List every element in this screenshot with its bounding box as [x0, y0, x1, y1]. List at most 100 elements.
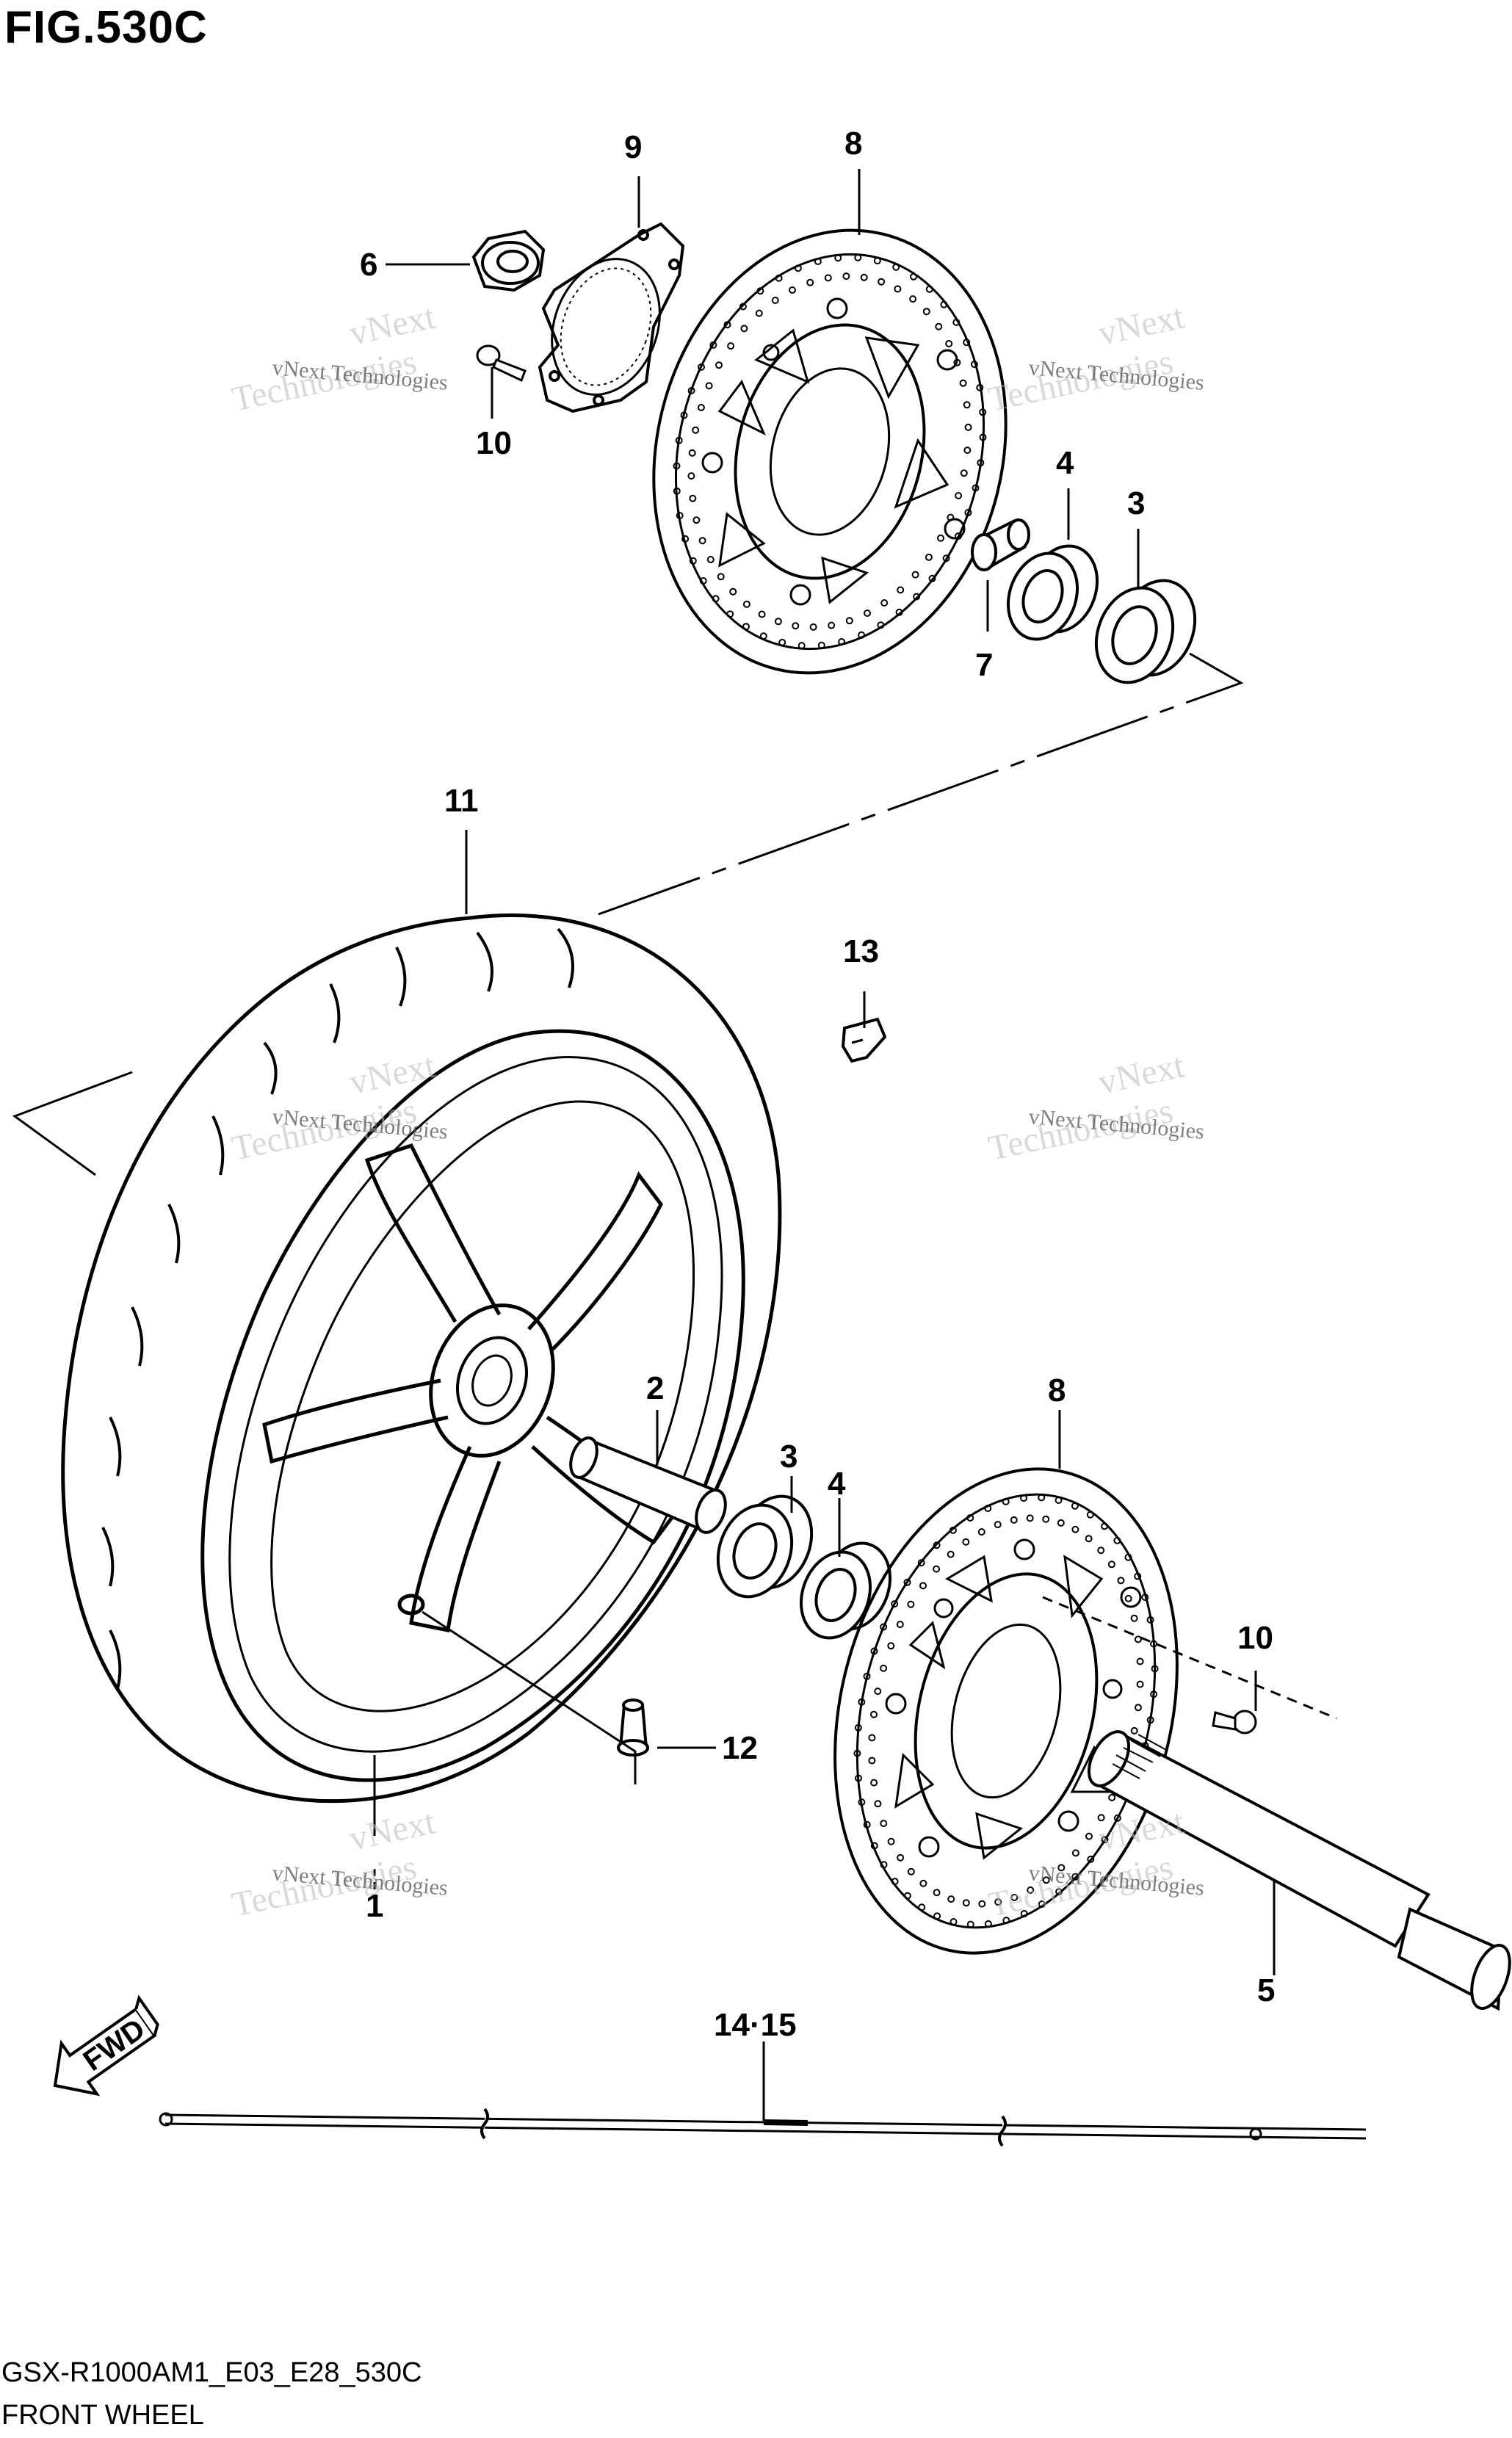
- disc-drill-hole: [1087, 1855, 1095, 1863]
- disc-drill-hole: [868, 1757, 876, 1765]
- figure-subtitle: FRONT WHEEL: [1, 2400, 204, 2431]
- disc-drill-hole: [1108, 1793, 1116, 1801]
- valve-part-12[interactable]: [617, 1699, 649, 1757]
- disc-drill-hole: [673, 487, 681, 495]
- disc-drill-hole: [1151, 1665, 1159, 1673]
- disc-drill-hole: [959, 379, 967, 387]
- disc-drill-hole: [935, 322, 943, 330]
- leader-lines: [12, 169, 1337, 2121]
- model-code: GSX-R1000AM1_E03_E28_530C: [1, 2357, 422, 2388]
- disc-drill-hole: [970, 361, 978, 369]
- disc-drill-hole: [675, 436, 683, 444]
- disc-drill-hole: [874, 1688, 882, 1696]
- disc-drill-hole: [894, 285, 902, 293]
- disc-drill-hole: [928, 574, 936, 582]
- disc-drill-hole: [979, 433, 987, 441]
- disc-drill-hole: [1020, 1494, 1028, 1502]
- disc-drill-hole: [1136, 1680, 1144, 1688]
- watermark-6: vNext Technologies vNext Technologies: [985, 1802, 1205, 1924]
- disc-drill-hole: [1057, 1864, 1066, 1872]
- disc-drill-hole: [891, 1600, 899, 1608]
- spacer-tube-part-2[interactable]: [565, 1434, 731, 1536]
- disc-drill-hole: [933, 1912, 941, 1920]
- disc-drill-hole: [962, 1538, 970, 1546]
- axle-part-5[interactable]: [1081, 1725, 1512, 2013]
- disc-drill-hole: [1010, 1516, 1018, 1524]
- disc-drill-hole: [870, 1647, 878, 1655]
- disc-drill-hole: [689, 494, 697, 502]
- disc-drill-hole: [1071, 1525, 1079, 1533]
- disc-drill-hole: [984, 1505, 992, 1512]
- disc-drill-hole: [922, 308, 930, 316]
- disc-drill-hole: [712, 595, 720, 603]
- svg-text:vNext: vNext: [346, 1802, 438, 1858]
- disc-drill-hole: [1085, 1535, 1093, 1543]
- disc-drill-hole: [742, 623, 750, 631]
- disc-drill-hole: [945, 340, 953, 347]
- watermark-1: vNext Technologies vNext Technologies: [228, 297, 449, 419]
- disc-drill-hole: [887, 1837, 895, 1845]
- disc-drill-hole: [740, 325, 748, 333]
- disc-drill-hole: [895, 608, 903, 616]
- disc-drill-hole: [918, 1903, 926, 1911]
- callout-5: 5: [1257, 1972, 1275, 2008]
- spacer-part-7[interactable]: [971, 518, 1030, 571]
- disc-drill-hole: [1135, 1704, 1142, 1712]
- disc-drill-hole: [937, 534, 944, 542]
- disc-drill-hole: [742, 600, 750, 608]
- disc-drill-hole: [1057, 1519, 1065, 1527]
- disc-drill-hole: [706, 556, 715, 563]
- disc-drill-hole: [966, 1920, 974, 1928]
- bearing-part-4-mid[interactable]: [789, 1533, 902, 1648]
- callout-7: 7: [975, 647, 993, 683]
- balance-weight-strip[interactable]: [159, 2108, 1367, 2147]
- disc-drill-hole: [838, 638, 846, 645]
- callout-2: 2: [646, 1370, 664, 1406]
- disc-drill-hole: [1146, 1716, 1154, 1724]
- bearing-part-3-mid[interactable]: [706, 1486, 824, 1607]
- brake-disc-top[interactable]: [608, 192, 1052, 711]
- front-wheel-tire[interactable]: [61, 913, 782, 1804]
- disc-drill-hole: [1020, 1910, 1028, 1917]
- disc-drill-hole: [729, 587, 737, 596]
- callout-6: 6: [360, 247, 377, 283]
- bearing-part-3-top[interactable]: [1083, 570, 1207, 693]
- disc-drill-hole: [860, 273, 868, 281]
- callout-1: 1: [366, 1888, 383, 1924]
- disc-drill-hole: [994, 1521, 1002, 1529]
- callout-10-top: 10: [476, 425, 512, 461]
- disc-drill-hole: [972, 484, 980, 492]
- bearing-part-4-top[interactable]: [996, 536, 1109, 649]
- disc-drill-hole: [940, 300, 948, 308]
- disc-drill-hole: [715, 361, 723, 369]
- disc-drill-hole: [726, 610, 734, 618]
- callout-8-top: 8: [844, 126, 862, 162]
- disc-drill-hole: [699, 577, 707, 585]
- disc-drill-hole: [949, 1918, 958, 1925]
- disc-drill-hole: [806, 278, 814, 286]
- disc-drill-hole: [1010, 1893, 1019, 1901]
- abs-sensor-rotor[interactable]: [534, 222, 685, 413]
- svg-text:vNext: vNext: [1095, 297, 1187, 352]
- watermark-5: vNext Technologies vNext Technologies: [228, 1802, 449, 1924]
- screw-part-10-mid[interactable]: [1212, 1710, 1257, 1735]
- disc-drill-hole: [1002, 1917, 1010, 1925]
- disc-drill-hole: [1117, 1577, 1125, 1585]
- disc-drill-hole: [709, 341, 717, 349]
- disc-drill-hole: [1038, 1900, 1046, 1908]
- disc-drill-hole: [964, 423, 972, 431]
- disc-drill-hole: [853, 1749, 861, 1757]
- svg-text:vNext: vNext: [1095, 1802, 1187, 1858]
- balancer-weight-part-13[interactable]: [841, 1017, 887, 1063]
- disc-drill-hole: [775, 274, 783, 282]
- screw-part-10-top[interactable]: [476, 344, 527, 383]
- disc-drill-hole: [873, 257, 881, 265]
- disc-drill-hole: [1130, 1614, 1138, 1622]
- callout-4-mid: 4: [828, 1466, 846, 1502]
- disc-drill-hole: [698, 537, 706, 545]
- disc-drill-hole: [858, 1698, 866, 1706]
- disc-drill-hole: [984, 1920, 992, 1928]
- disc-drill-hole: [903, 1892, 911, 1900]
- nut-part-6[interactable]: [471, 229, 546, 292]
